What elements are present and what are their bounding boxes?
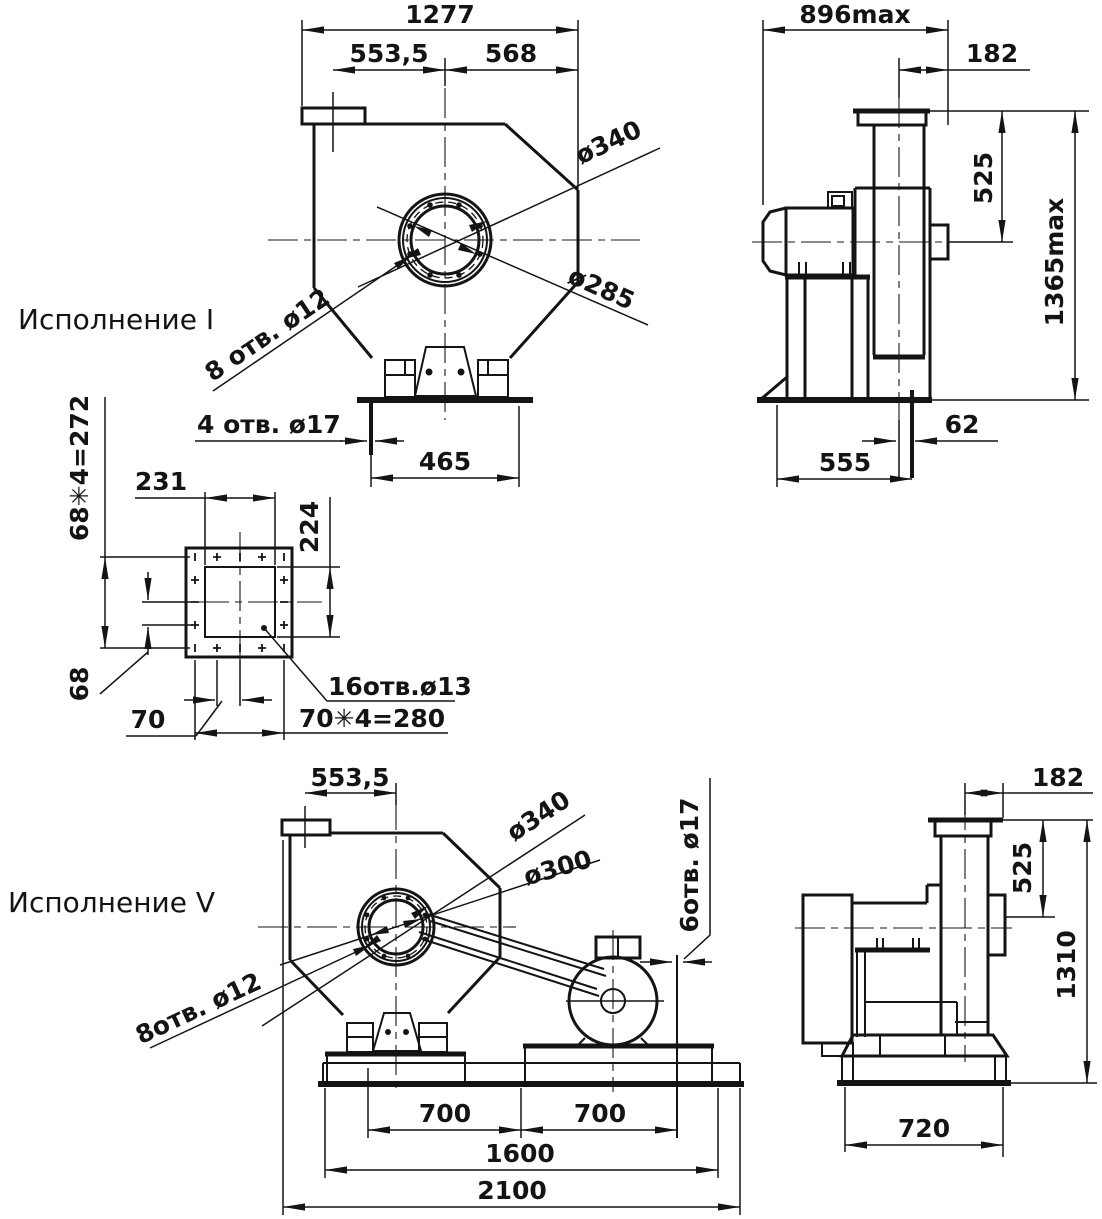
dim-525-top: 525 xyxy=(969,152,998,204)
dim-555: 555 xyxy=(819,448,871,477)
support-pedestal xyxy=(357,346,533,403)
dim-553-5-v5: 553,5 xyxy=(310,763,389,792)
dim-465: 465 xyxy=(419,447,471,476)
label-version-5: Исполнение V xyxy=(8,886,215,919)
dim-70x4-280: 70✳4=280 xyxy=(299,704,445,733)
dim-2100: 2100 xyxy=(477,1176,547,1205)
dim-720: 720 xyxy=(898,1114,950,1143)
view1-front: 1277 553,5 568 ø340 ø285 8 отв. ø12 4 от… xyxy=(195,0,661,487)
dim-896max: 896max xyxy=(799,0,910,29)
dim-700-right: 700 xyxy=(574,1099,626,1128)
dim-16otv-d13: 16отв.ø13 xyxy=(328,672,472,701)
dim-231: 231 xyxy=(135,467,187,496)
dim-1600: 1600 xyxy=(485,1139,555,1168)
motor-rear xyxy=(801,893,854,1045)
view1-side: 896max 182 525 1365max 62 555 xyxy=(752,0,1089,487)
label-version-1: Исполнение I xyxy=(18,303,214,336)
dim-d300: ø300 xyxy=(520,844,595,891)
dim-182-top: 182 xyxy=(966,39,1018,68)
dim-68: 68 xyxy=(65,667,94,702)
dim-224: 224 xyxy=(295,501,324,553)
dim-553-5: 553,5 xyxy=(349,39,428,68)
dim-568: 568 xyxy=(485,39,537,68)
dim-700-left: 700 xyxy=(419,1099,471,1128)
dim-8otv-d12: 8 отв. ø12 xyxy=(200,283,335,387)
flange-bolt-holes xyxy=(191,553,288,652)
outlet-flange-detail: 68✳4=272 231 224 68 70 16отв.ø13 xyxy=(65,395,472,740)
inlet-flange-circles-v5 xyxy=(356,887,436,967)
dim-8otv-d12-v5: 8отв. ø12 xyxy=(131,967,266,1050)
dim-6otv-d17: 6отв. ø17 xyxy=(675,797,704,932)
dim-1310: 1310 xyxy=(1052,930,1081,1000)
dim-d285: ø285 xyxy=(564,261,639,316)
view5-front: 553,5 ø340 ø300 8отв. ø12 6отв. ø17 700 … xyxy=(131,763,744,1215)
dim-70: 70 xyxy=(131,705,166,734)
dim-d340: ø340 xyxy=(571,114,646,170)
dim-62: 62 xyxy=(945,410,980,439)
dim-525-bottom: 525 xyxy=(1008,842,1037,894)
outlet-flange-edge-v5 xyxy=(280,818,332,837)
inlet-collar-v5 xyxy=(986,893,1007,957)
dim-182-bottom: 182 xyxy=(1032,763,1084,792)
stand-side xyxy=(757,262,1089,478)
dim-1277: 1277 xyxy=(405,0,475,29)
base-frame xyxy=(318,1012,744,1087)
dim-4otv-d17: 4 отв. ø17 xyxy=(197,410,341,439)
motor-front xyxy=(556,930,668,1092)
belt-drive xyxy=(418,913,607,997)
view5-side: 182 525 1310 720 xyxy=(795,763,1097,1157)
dim-1365max: 1365max xyxy=(1040,198,1069,327)
dim-68x4-272: 68✳4=272 xyxy=(65,395,94,541)
dim-d340-v5: ø340 xyxy=(501,785,575,847)
